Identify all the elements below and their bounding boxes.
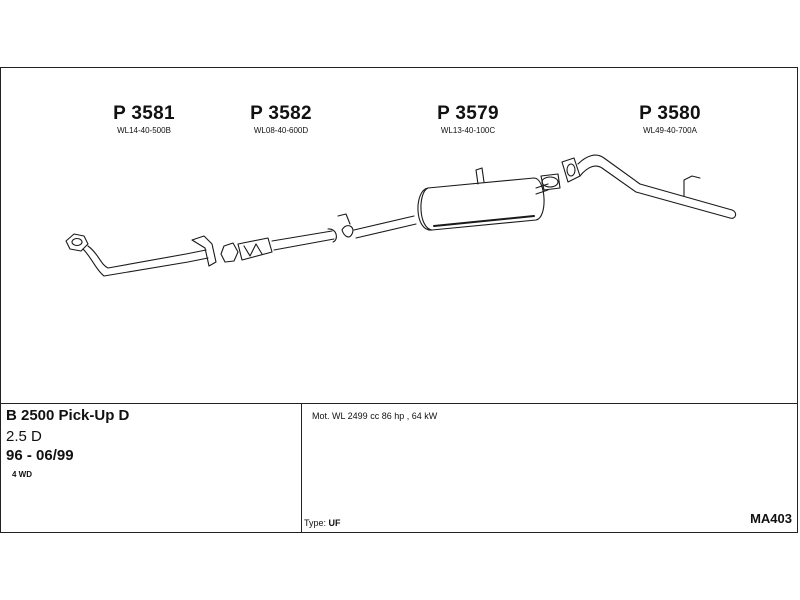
part-label-p3581[interactable]: P 3581 WL14-40-500B [84, 103, 204, 136]
vehicle-model: B 2500 Pick-Up D [6, 407, 130, 424]
muffler-hanger-clamp [337, 213, 354, 238]
vehicle-engine: 2.5 D [6, 428, 42, 445]
part-label-p3579[interactable]: P 3579 WL13-40-100C [408, 103, 528, 136]
intermediate-pipe-tube [271, 230, 335, 251]
vehicle-drive: 4 WD [12, 470, 32, 479]
vehicle-years: 96 - 06/99 [6, 447, 74, 464]
part-label-p3582[interactable]: P 3582 WL08-40-600D [221, 103, 341, 136]
part-label-p3580[interactable]: P 3580 WL49-40-700A [610, 103, 730, 136]
tail-pipe-flange [561, 157, 581, 183]
tail-pipe-end [729, 209, 737, 219]
tail-pipe-hanger [683, 175, 701, 197]
part-number: P 3581 [113, 103, 175, 124]
muffler-part[interactable] [337, 167, 561, 239]
vertical-divider [301, 403, 302, 533]
part-number: P 3582 [250, 103, 312, 124]
muffler-outlet-flange [541, 176, 559, 188]
intermediate-pipe-front-flange [220, 242, 239, 263]
type-value: UF [328, 518, 341, 528]
type-field: Type: UF [304, 518, 341, 528]
front-pipe-part[interactable] [65, 233, 217, 277]
intermediate-pipe-rear-ring [327, 228, 337, 243]
part-number: P 3580 [639, 103, 701, 124]
muffler-body [417, 177, 545, 231]
front-pipe-end-bracket [191, 235, 217, 267]
muffler-outlet-pipe [535, 183, 549, 195]
part-oem-code: WL13-40-100C [440, 126, 496, 135]
muffler-inlet-pipe [353, 215, 417, 239]
muffler-hanger [475, 167, 485, 185]
diagram-frame [0, 67, 798, 533]
part-number: P 3579 [437, 103, 499, 124]
flex-section [237, 237, 273, 261]
part-oem-code: WL49-40-700A [643, 126, 697, 135]
catalog-code: MA403 [750, 511, 792, 526]
tail-pipe-part[interactable] [561, 154, 737, 219]
front-pipe-flange [65, 233, 89, 252]
part-oem-code: WL14-40-500B [117, 126, 171, 135]
front-pipe-tube [82, 245, 209, 277]
horizontal-divider [0, 403, 798, 404]
exhaust-system-drawing [65, 154, 737, 277]
front-pipe-flange-hole [71, 237, 83, 247]
tail-pipe-tube [577, 154, 733, 219]
muffler-outlet-flange-ears [540, 173, 561, 191]
tail-pipe-flange-hole [566, 163, 576, 177]
intermediate-pipe-part[interactable] [220, 228, 337, 263]
engine-info: Mot. WL 2499 cc 86 hp , 64 kW [312, 411, 438, 421]
part-oem-code: WL08-40-600D [253, 126, 309, 135]
type-label: Type: [304, 518, 327, 528]
muffler-lower-shading [433, 215, 535, 227]
muffler-end-cap [420, 187, 433, 231]
